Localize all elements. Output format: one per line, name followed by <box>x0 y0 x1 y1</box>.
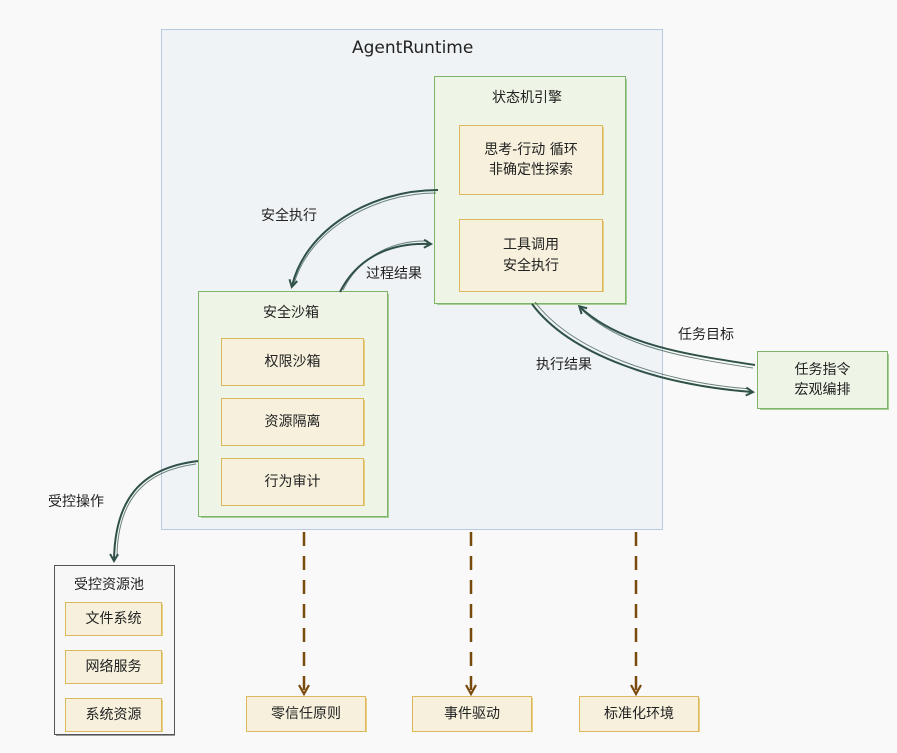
principle-label: 标准化环境 <box>604 705 674 722</box>
sandbox-title: 安全沙箱 <box>263 305 319 321</box>
edge-label-process-result: 过程结果 <box>366 266 422 282</box>
sandbox-item-permission: 权限沙箱 <box>221 338 364 386</box>
sandbox-item-label: 权限沙箱 <box>264 353 321 370</box>
think-act-line-1: 思考-行动 循环 <box>484 141 578 158</box>
resource-pool-title: 受控资源池 <box>74 577 144 593</box>
principle-label: 事件驱动 <box>444 705 500 722</box>
principle-zero-trust: 零信任原则 <box>246 696 366 732</box>
resource-item-label: 文件系统 <box>85 610 142 627</box>
tool-call-line-2: 安全执行 <box>503 257 559 274</box>
edge-label-safe-exec: 安全执行 <box>261 208 317 224</box>
principle-label: 零信任原则 <box>271 705 341 722</box>
tool-call-node: 工具调用 安全执行 <box>459 219 603 292</box>
sandbox-item-audit: 行为审计 <box>221 458 364 506</box>
edge-label-task-goal: 任务目标 <box>678 327 734 343</box>
resource-item-filesystem: 文件系统 <box>65 602 162 636</box>
task-command-node: 任务指令 宏观编排 <box>757 351 888 409</box>
task-line-1: 任务指令 <box>794 361 851 378</box>
sandbox-item-isolation: 资源隔离 <box>221 398 364 446</box>
principle-event-driven: 事件驱动 <box>412 696 532 732</box>
edge-label-controlled-op: 受控操作 <box>48 494 104 510</box>
state-machine-title: 状态机引擎 <box>492 90 562 106</box>
resource-item-label: 网络服务 <box>85 658 142 675</box>
sandbox-item-label: 资源隔离 <box>264 413 321 430</box>
think-act-loop-node: 思考-行动 循环 非确定性探索 <box>459 125 603 195</box>
resource-item-label: 系统资源 <box>85 706 142 723</box>
principle-standard-env: 标准化环境 <box>579 696 699 732</box>
tool-call-line-1: 工具调用 <box>503 237 559 254</box>
resource-item-network: 网络服务 <box>65 650 162 684</box>
resource-item-system: 系统资源 <box>65 698 162 732</box>
sandbox-item-label: 行为审计 <box>264 473 321 490</box>
task-line-2: 宏观编排 <box>794 382 851 398</box>
edge-label-exec-result: 执行结果 <box>536 357 592 373</box>
agent-runtime-title: AgentRuntime <box>352 38 474 58</box>
think-act-line-2: 非确定性探索 <box>489 162 573 178</box>
